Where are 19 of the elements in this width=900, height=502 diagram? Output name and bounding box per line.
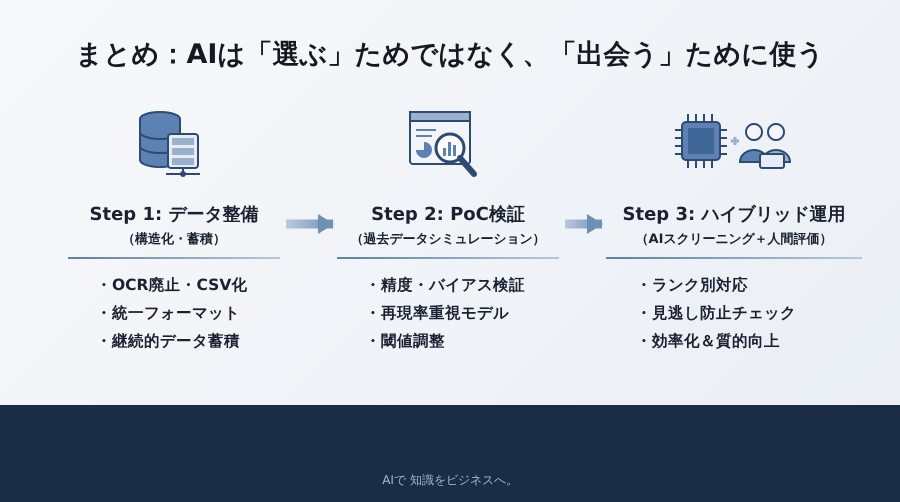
bullet-item: ・精度・バイアス検証 xyxy=(365,275,525,296)
step-heading: Step 3: ハイブリッド運用 xyxy=(622,203,846,226)
step-subheading: （過去データシミュレーション） xyxy=(350,231,546,248)
bullet-item: ・継続的データ蓄積 xyxy=(96,331,240,352)
arrow xyxy=(565,214,603,234)
step-subheading: （構造化・蓄積） xyxy=(121,231,227,248)
bullet-item: ・OCR廃止・CSV化 xyxy=(96,275,248,296)
bullet-item: ・閾値調整 xyxy=(365,331,445,352)
step-subheading: （AIスクリーニング＋人間評価） xyxy=(634,231,834,248)
title: まとめ：AIは「選ぶ」ためではなく、「出会う」ために使う xyxy=(74,38,826,72)
bullet-item: ・効率化＆質的向上 xyxy=(636,331,780,352)
step-heading: Step 2: PoC検証 xyxy=(370,203,526,226)
bullet-item: ・再現率重視モデル xyxy=(365,303,509,324)
bullet-item: ・ランク別対応 xyxy=(636,275,748,296)
step-heading: Step 1: データ整備 xyxy=(88,203,260,226)
tagline: AIで 知識をビジネスへ。 xyxy=(381,472,519,489)
arrow xyxy=(286,214,334,234)
bullet-item: ・見逃し防止チェック xyxy=(636,303,796,324)
bullet-item: ・統一フォーマット xyxy=(96,303,240,324)
